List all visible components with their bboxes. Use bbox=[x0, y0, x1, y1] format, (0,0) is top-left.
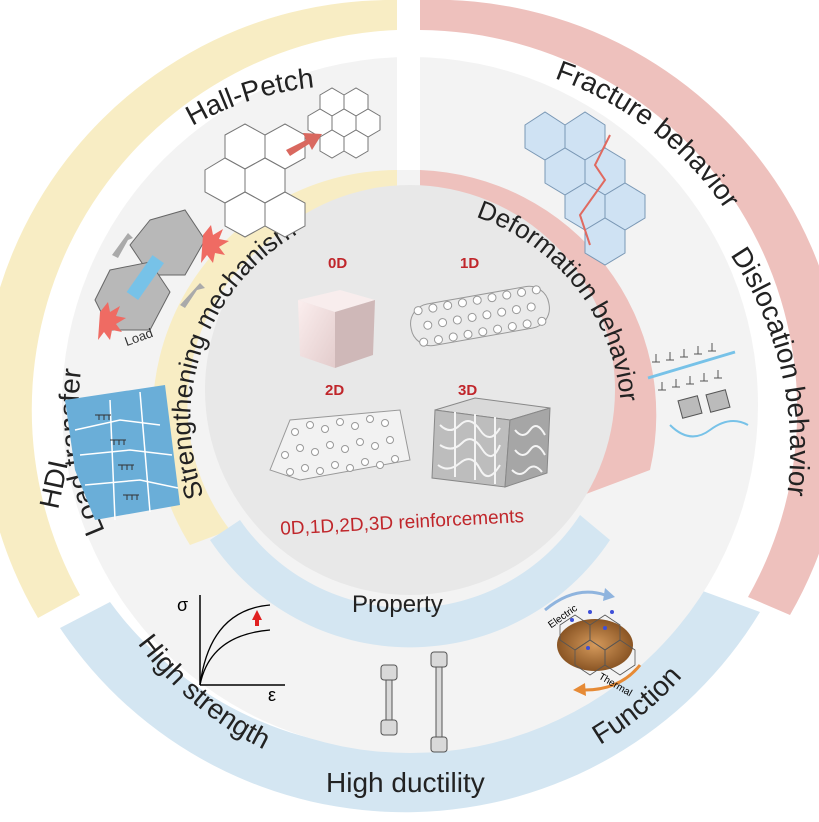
hall-petch-icon bbox=[204, 87, 381, 238]
crack-icon bbox=[578, 134, 611, 246]
nanotube-1d-icon bbox=[410, 285, 550, 347]
load-transfer-icon: Load bbox=[94, 209, 229, 349]
label-3d: 3D bbox=[458, 382, 477, 399]
center-disk bbox=[205, 185, 615, 595]
label-2d: 2D bbox=[325, 382, 344, 399]
label-1d: 1D bbox=[460, 255, 479, 272]
hdi-icon bbox=[65, 385, 180, 521]
arrow-icon bbox=[286, 133, 322, 156]
label-0d: 0D bbox=[328, 255, 347, 272]
outer-segment-deformation bbox=[420, 0, 819, 615]
graphene-2d-icon bbox=[269, 409, 411, 481]
inner-ring bbox=[152, 170, 657, 648]
label-high-ductility: High ductility bbox=[326, 767, 485, 798]
fracture-icon bbox=[524, 111, 646, 266]
dislocation-icon bbox=[647, 343, 749, 438]
inner-segment-property bbox=[210, 515, 610, 648]
stress-strain-icon: σ ε bbox=[177, 595, 285, 705]
outer-segment-strengthening bbox=[0, 0, 397, 618]
inner-segment-strengthening bbox=[152, 170, 397, 545]
foam-3d-icon bbox=[431, 397, 551, 488]
sigma-label: σ bbox=[177, 595, 188, 615]
cube-0d-icon bbox=[298, 290, 375, 368]
tensile-specimen-icon bbox=[380, 651, 448, 753]
outer-segment-property bbox=[60, 590, 760, 813]
epsilon-label: ε bbox=[268, 685, 276, 705]
label-property: Property bbox=[352, 591, 443, 618]
